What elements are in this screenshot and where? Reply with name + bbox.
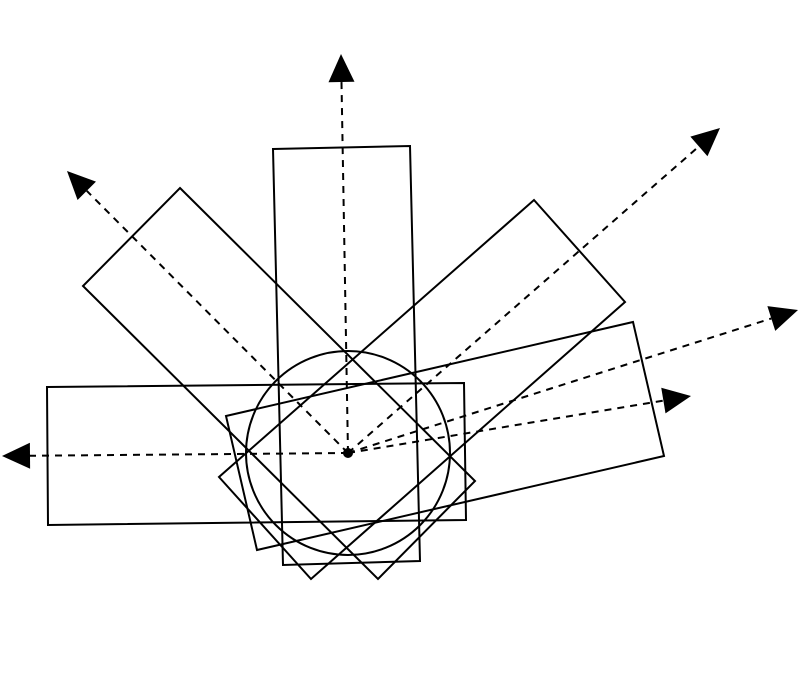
- arrow-right-line: [347, 399, 664, 454]
- arrow-up-right: [347, 128, 720, 454]
- arrow-up-left: [67, 171, 349, 454]
- arrows-group: [2, 54, 798, 469]
- rectangle-vertical: [271, 144, 422, 567]
- center-circle: [245, 350, 451, 556]
- arrow-up-right-head: [690, 128, 720, 157]
- arrow-right-upper: [347, 306, 798, 454]
- arrow-up-left-head: [67, 171, 96, 201]
- rectangle-tilted-right: [217, 198, 627, 581]
- arrow-right-head: [661, 387, 691, 414]
- arrow-left-line: [29, 452, 349, 457]
- arrow-left-head: [2, 442, 31, 469]
- rectangle-tilted-left: [81, 186, 477, 581]
- arrow-up-left-line: [86, 190, 349, 454]
- rectangles-group: [45, 144, 666, 581]
- arrow-up-line: [340, 81, 349, 454]
- arrow-up-right-line: [347, 145, 700, 454]
- arrow-left: [2, 442, 349, 469]
- center-dot: [343, 448, 353, 458]
- arrow-right-upper-head: [767, 306, 798, 331]
- arrow-right: [347, 387, 691, 454]
- arrow-up: [328, 54, 355, 454]
- arrow-up-head: [328, 54, 355, 83]
- arrow-right-upper-line: [347, 317, 772, 454]
- rectangle-slight-tilt: [224, 320, 666, 552]
